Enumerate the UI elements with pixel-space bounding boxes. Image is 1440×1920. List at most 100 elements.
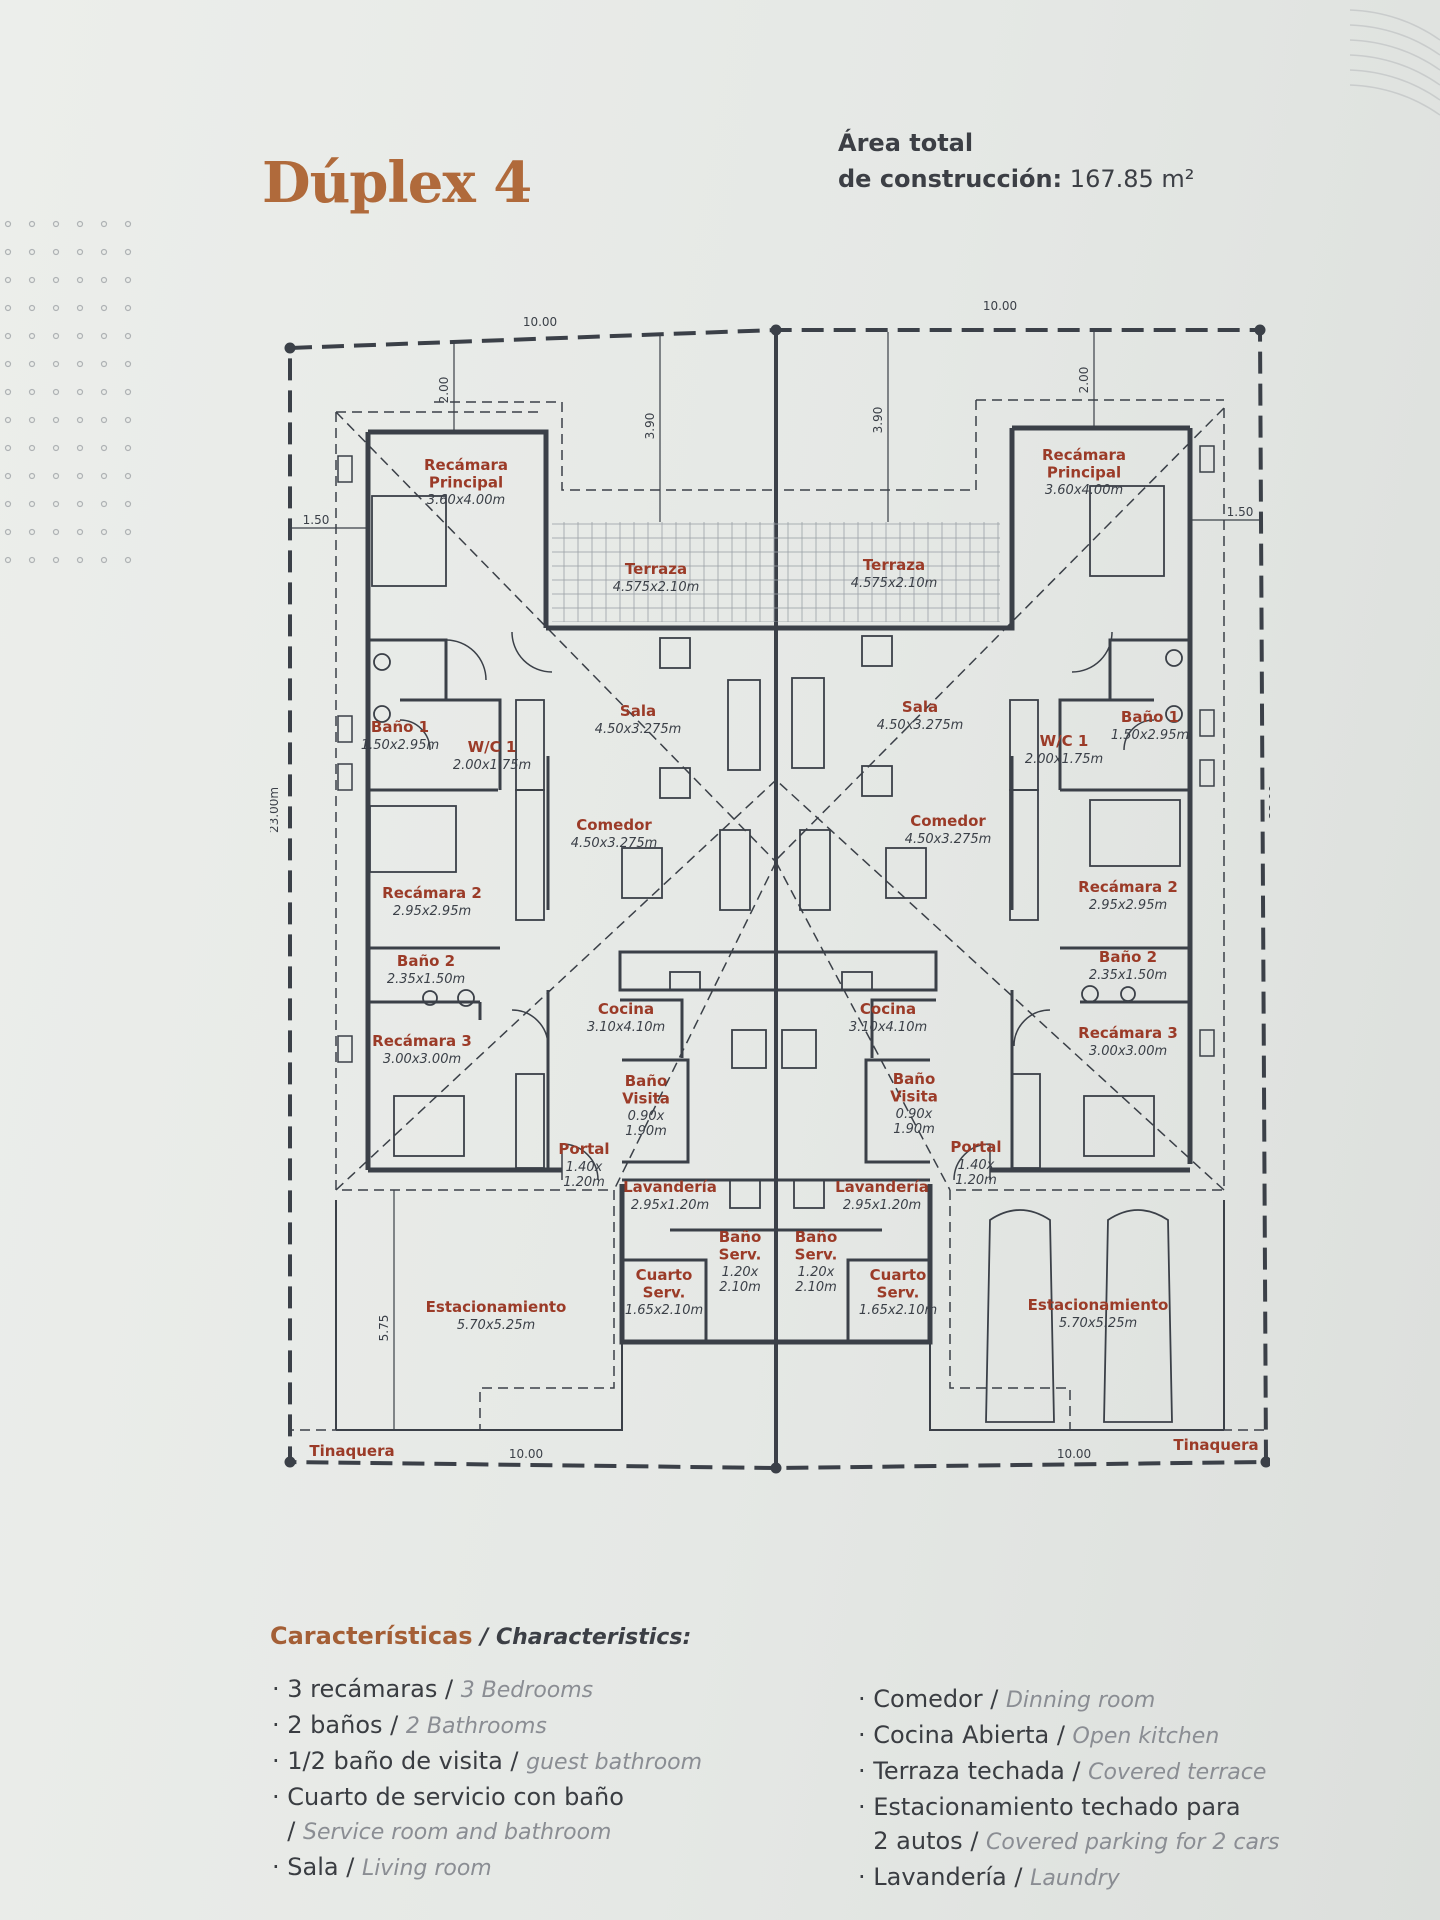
room-size: 4.575x2.10m xyxy=(613,580,700,595)
room-name: Lavandería xyxy=(835,1178,929,1196)
feature-es: 2 baños xyxy=(287,1711,383,1739)
feature-item: · Cuarto de servicio con baño / Service … xyxy=(272,1783,624,1845)
dimension-label: 10.00 xyxy=(1057,1447,1091,1461)
room-name: Cocina xyxy=(860,1000,916,1018)
page-title: Dúplex 4 xyxy=(262,150,532,216)
feature-en: Open kitchen xyxy=(1072,1724,1220,1749)
room-name: Estacionamiento xyxy=(426,1298,567,1316)
dimension-label: 2.00 xyxy=(1077,367,1091,394)
room-size: 3.00x3.00m xyxy=(1089,1044,1167,1059)
area-label: de construcción: xyxy=(838,165,1063,193)
characteristics-title: Características / Characteristics: xyxy=(270,1622,691,1650)
characteristics-separator: / xyxy=(472,1625,496,1650)
room-size: 2.95x2.95m xyxy=(393,904,471,919)
feature-en: Covered terrace xyxy=(1088,1760,1267,1785)
room-name: Baño 2 xyxy=(1099,948,1157,966)
room-name: Baño 1 xyxy=(371,718,429,736)
room-size: 1.65x2.10m xyxy=(625,1303,703,1318)
room-size: 3.00x3.00m xyxy=(383,1052,461,1067)
characteristics-colon: : xyxy=(682,1625,692,1650)
room-size: 2.35x1.50m xyxy=(1089,968,1167,983)
feature-es: 2 autos xyxy=(873,1827,963,1855)
room-name: Sala xyxy=(902,698,938,716)
dimension-label: 2.00 xyxy=(437,377,451,404)
feature-en: Living room xyxy=(361,1856,492,1881)
room-name: Tinaquera xyxy=(1173,1436,1258,1454)
room-size: 1.50x2.95m xyxy=(1111,728,1189,743)
room-size: 1.65x2.10m xyxy=(859,1303,937,1318)
room-size: 4.50x3.275m xyxy=(595,722,682,737)
room-name: Portal xyxy=(558,1140,609,1158)
feature-item: · Estacionamiento techado para 2 autos /… xyxy=(858,1793,1280,1855)
room-name: Recámara 2 xyxy=(1078,878,1178,896)
feature-en: Covered parking for 2 cars xyxy=(986,1830,1280,1855)
dimension-label: 10.00 xyxy=(509,1447,543,1461)
room-name: Baño 1 xyxy=(1121,708,1179,726)
feature-en: Laundry xyxy=(1030,1866,1120,1891)
room-name: W/C 1 xyxy=(1040,732,1089,750)
room-size: 2.95x1.20m xyxy=(631,1198,709,1213)
room-size: 2.95x2.95m xyxy=(1089,898,1167,913)
area-value: 167.85 m² xyxy=(1069,165,1195,193)
feature-en: 2 Bathrooms xyxy=(405,1714,547,1739)
room-size: 4.575x2.10m xyxy=(851,576,938,591)
feature-es: 3 recámaras xyxy=(287,1675,438,1703)
room-size: 2.35x1.50m xyxy=(387,972,465,987)
feature-es: 1/2 baño de visita xyxy=(287,1747,503,1775)
room-name: Lavandería xyxy=(623,1178,717,1196)
feature-item: · Comedor / Dinning room xyxy=(858,1685,1156,1713)
floor-plan: RecámaraPrincipal3.60x4.00mTerraza4.575x… xyxy=(270,300,1270,1474)
dimension-label: 10.00 xyxy=(523,315,557,329)
feature-item: · Sala / Living room xyxy=(272,1853,492,1881)
room-size: 1.50x2.95m xyxy=(361,738,439,753)
room-name: Cocina xyxy=(598,1000,654,1018)
room-size: 4.50x3.275m xyxy=(877,718,964,733)
characteristics-title-en: Characteristics xyxy=(495,1625,683,1650)
features-left-list: · 3 recámaras / 3 Bedrooms · 2 baños / 2… xyxy=(272,1672,702,1886)
feature-es: Comedor xyxy=(873,1685,983,1713)
decorative-dot-grid xyxy=(4,220,132,564)
room-name: Tinaquera xyxy=(309,1442,394,1460)
feature-en: guest bathroom xyxy=(526,1750,703,1775)
room-size: 2.00x1.75m xyxy=(453,758,531,773)
room-name: Baño 2 xyxy=(397,952,455,970)
room-name: Sala xyxy=(620,702,656,720)
room-name: Comedor xyxy=(910,812,986,830)
room-size: 4.50x3.275m xyxy=(571,836,658,851)
room-name: Recámara 2 xyxy=(382,884,482,902)
feature-es: Estacionamiento techado para xyxy=(873,1793,1241,1821)
feature-en: 3 Bedrooms xyxy=(460,1678,594,1703)
room-size: 5.70x5.25m xyxy=(457,1318,535,1333)
room-name: Recámara 3 xyxy=(372,1032,472,1050)
room-name: W/C 1 xyxy=(468,738,517,756)
feature-item: · 2 baños / 2 Bathrooms xyxy=(272,1711,547,1739)
room-size: 2.00x1.75m xyxy=(1025,752,1103,767)
feature-es: Lavandería xyxy=(873,1863,1007,1891)
room-name: Estacionamiento xyxy=(1028,1296,1169,1314)
room-name: Recámara 3 xyxy=(1078,1024,1178,1042)
feature-item: · Terraza techada / Covered terrace xyxy=(858,1757,1267,1785)
dimension-label: 1.50 xyxy=(303,513,330,527)
characteristics-title-es: Características xyxy=(270,1622,473,1650)
dimension-label: 1.50 xyxy=(1227,505,1254,519)
feature-es: Terraza techada xyxy=(873,1757,1065,1785)
room-name: Comedor xyxy=(576,816,652,834)
room-size: 3.60x4.00m xyxy=(1045,483,1123,498)
area-line1: Área total xyxy=(838,129,974,157)
feature-en: Service room and bathroom xyxy=(302,1820,612,1845)
dimension-label: 5.75 xyxy=(377,1315,391,1342)
feature-es: Cocina Abierta xyxy=(873,1721,1050,1749)
